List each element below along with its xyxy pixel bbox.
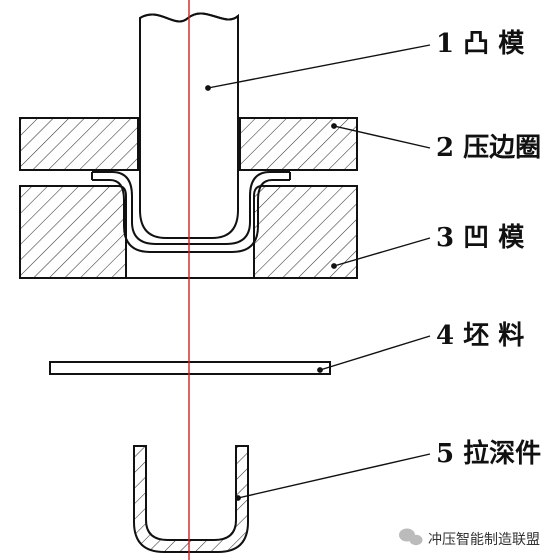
svg-text:5 拉深件: 5 拉深件 xyxy=(436,438,541,469)
label-1-num: 1 xyxy=(436,29,454,59)
label-4-text: 坯 料 xyxy=(463,321,524,351)
leader-lines xyxy=(205,44,431,501)
die xyxy=(19,185,358,279)
label-2-text: 压边圈 xyxy=(463,133,541,163)
label-3-text: 凹 模 xyxy=(463,223,525,253)
svg-text:2 压边圈: 2 压边圈 xyxy=(436,133,541,163)
watermark: 冲压智能制造联盟 xyxy=(399,528,540,548)
formed-sheet xyxy=(91,171,291,253)
wechat-icon xyxy=(399,528,423,546)
label-5-num: 5 xyxy=(436,439,454,469)
label-3-num: 3 xyxy=(436,223,454,253)
svg-text:4 坯 料: 4 坯 料 xyxy=(436,321,524,351)
label-4-num: 4 xyxy=(436,321,454,351)
watermark-text: 冲压智能制造联盟 xyxy=(428,532,540,548)
blank xyxy=(49,361,331,375)
label-1-text: 凸 模 xyxy=(463,29,525,59)
label-5-text: 拉深件 xyxy=(463,438,541,469)
drawn-cup xyxy=(133,445,249,553)
svg-text:3 凹 模: 3 凹 模 xyxy=(436,223,525,253)
label-2-num: 2 xyxy=(436,133,454,163)
svg-text:1 凸 模: 1 凸 模 xyxy=(436,29,525,59)
